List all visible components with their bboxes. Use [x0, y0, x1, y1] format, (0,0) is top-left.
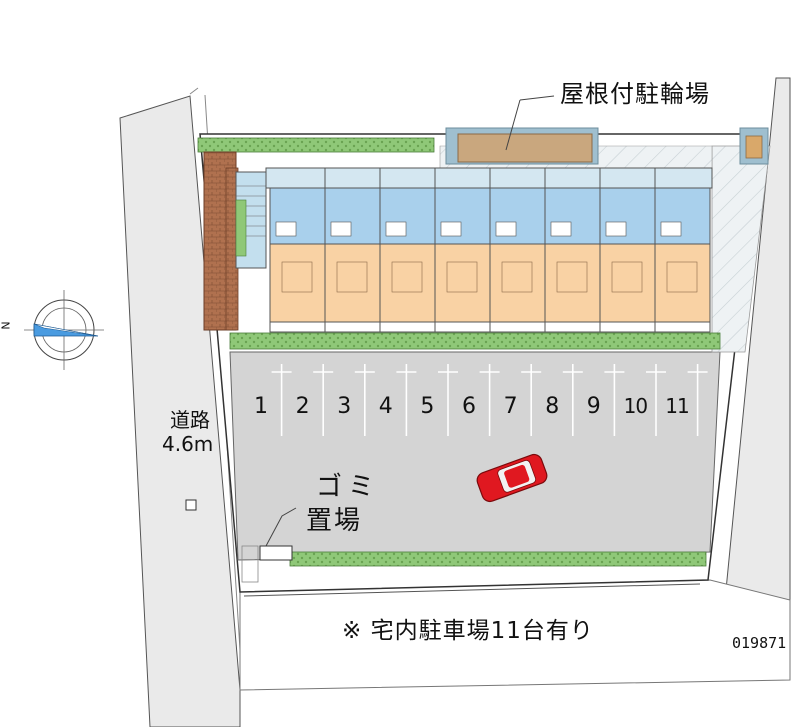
unit-room [611, 261, 643, 293]
apartment-building [235, 167, 713, 333]
unit-bath [440, 221, 462, 237]
stall-lines [271, 364, 708, 436]
unit-bath [660, 221, 682, 237]
stall-number: 6 [462, 394, 476, 419]
car [476, 453, 548, 503]
unit-room [501, 261, 533, 293]
compass-icon [24, 290, 104, 370]
bike-parking-label: 屋根付駐輪場 [560, 80, 710, 108]
stall-number: 3 [337, 394, 352, 419]
unit-bath [605, 221, 627, 237]
unit-bath [550, 221, 572, 237]
garbage-label-line1: ゴミ [316, 472, 381, 502]
unit-walls [275, 168, 698, 332]
stall-number: 1 [254, 394, 268, 419]
unit-room [446, 261, 478, 293]
marker-icon [185, 499, 197, 511]
hedge-mid [229, 332, 721, 350]
unit-room [281, 261, 313, 293]
stall-number: 10 [623, 394, 648, 418]
stall-number: 2 [295, 394, 310, 419]
unit-room [336, 261, 368, 293]
garbage-label-line2: 置場 [306, 506, 363, 536]
garbage-area [259, 545, 293, 561]
unit-room [556, 261, 588, 293]
parking-lot [229, 351, 721, 561]
hedge-south [289, 551, 707, 567]
road-name-label: 道路 [170, 408, 210, 432]
stall-number: 9 [586, 394, 601, 419]
stall-number: 4 [378, 394, 393, 419]
stall-number: 11 [665, 394, 689, 418]
parking-note: ※ 宅内駐車場11台有り [342, 618, 594, 644]
stall-number: 8 [545, 394, 560, 419]
hedge-north [197, 137, 435, 153]
property-code: 019871 [732, 634, 787, 652]
road-width-label: 4.6m [162, 432, 214, 456]
road-west [119, 95, 241, 727]
stall-number: 5 [420, 394, 435, 419]
unit-bath [495, 221, 517, 237]
unit-bath [385, 221, 407, 237]
unit-bath [330, 221, 352, 237]
unit-room [666, 261, 698, 293]
unit-room [391, 261, 423, 293]
compass-north-label: N [0, 321, 13, 330]
stall-number: 7 [503, 394, 518, 419]
unit-bath [275, 221, 297, 237]
